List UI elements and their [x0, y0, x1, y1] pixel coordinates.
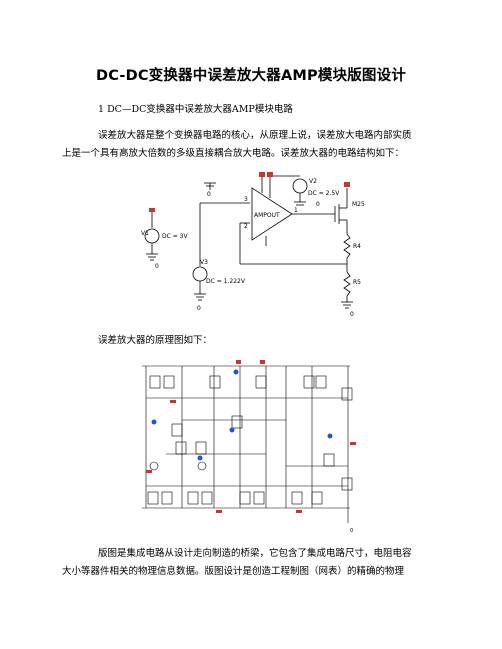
v3-value: DC = 1.222V [206, 278, 246, 285]
vdd-marker-icon [259, 172, 265, 177]
schematic-ground-label: 0 [350, 528, 353, 534]
paragraph-1-line-2: 上是一个具有高放大倍数的多级直接耦合放大电路。误差放大器的电路结构如下： [62, 148, 405, 159]
error-amp-schematic-figure: 0 [142, 360, 356, 534]
vdd-marker-icon [149, 208, 155, 212]
r4-label: R4 [353, 243, 361, 250]
paragraph-3-line-2: 大小等器件相关的物理信息数据。版图设计是创造工程制图（网表）的精确的物理 [62, 566, 405, 577]
v1-value: DC = 3V [162, 233, 188, 240]
paragraph-2: 误差放大器的原理图如下： [98, 335, 213, 346]
error-amp-structure-figure: V1 DC = 3V 0 0 V3 DC = 1.222V 0 AMPOUT 3… [141, 172, 365, 318]
section-heading: 1 DC—DC变换器中误差放大器AMP模块电路 [98, 104, 293, 115]
mos-label: M25 [352, 201, 365, 208]
document-title: DC-DC变换器中误差放大器AMP模块版图设计 [95, 68, 407, 84]
vdd-marker-icon [267, 172, 273, 177]
gnd-label-a: 0 [155, 263, 159, 270]
paragraph-1-line-1: 误差放大器是整个变换器电路的核心，从原理上说，误差放大电路内部实质 [98, 130, 412, 141]
pin-1: 1 [294, 207, 298, 214]
paragraph-3-line-1: 版图是集成电路从设计走向制造的桥梁，它包含了集成电路尺寸，电阻电容 [98, 548, 412, 559]
gnd-label-d: 0 [316, 201, 320, 208]
v2-value: DC = 2.5V [308, 190, 340, 197]
v2-name: V2 [309, 178, 317, 185]
gnd-label-e: 0 [350, 311, 354, 318]
r5-label: R5 [353, 279, 361, 286]
gnd-label-b: 0 [207, 191, 211, 198]
v3-name: V3 [200, 259, 208, 266]
amp-label: AMPOUT [254, 212, 280, 219]
gnd-label-c: 0 [197, 305, 201, 312]
v1-name: V1 [141, 230, 149, 237]
pin-3: 3 [244, 196, 248, 203]
pin-2: 2 [244, 223, 248, 230]
vdd-marker-icon [344, 182, 350, 187]
